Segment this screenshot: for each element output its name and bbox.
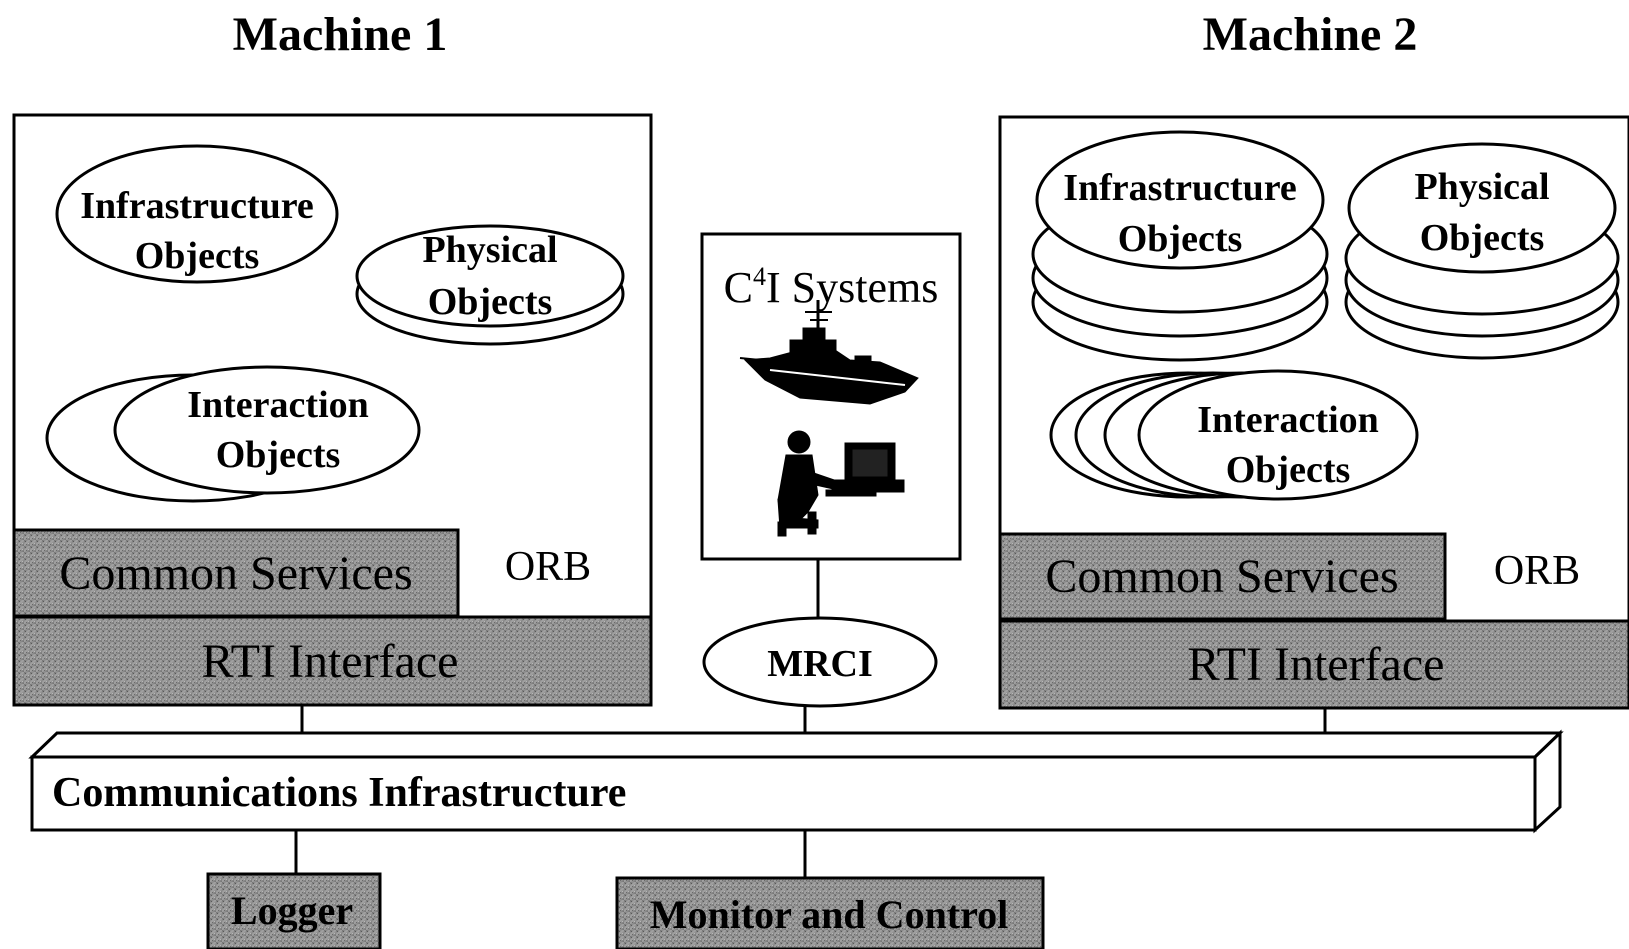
machine2-physical-objects: Physical Objects xyxy=(1344,142,1620,360)
machine2-rti-label: RTI Interface xyxy=(1188,638,1445,691)
machine2-interaction-objects: Interaction Objects xyxy=(1049,369,1419,501)
machine2-interaction-line1: Interaction xyxy=(1197,399,1379,441)
machine1-box: Infrastructure Objects Physical Objects … xyxy=(12,113,653,707)
machine2-rti-interface: RTI Interface xyxy=(998,619,1629,710)
ship-icon xyxy=(739,300,919,405)
machine2-infrastructure-line2: Objects xyxy=(1118,218,1243,260)
machine2-common-services-label: Common Services xyxy=(1045,550,1398,603)
machine1-interaction-objects: Interaction Objects xyxy=(45,365,421,503)
machine1-physical-line2: Objects xyxy=(428,281,553,323)
machine1-interaction-line1: Interaction xyxy=(187,384,369,426)
monitor-control-label: Monitor and Control xyxy=(650,892,1009,937)
machine2-title: Machine 2 xyxy=(1203,8,1418,61)
operator-computer-icon xyxy=(777,430,905,537)
machine2-common-services: Common Services xyxy=(998,532,1447,621)
machine2-infrastructure-objects: Infrastructure Objects xyxy=(1031,130,1329,362)
machine1-infrastructure-line2: Objects xyxy=(135,235,260,277)
machine1-common-services: Common Services xyxy=(12,528,460,618)
machine2-physical-line1: Physical xyxy=(1414,166,1549,208)
logger-label: Logger xyxy=(231,888,353,933)
monitor-control-box: Monitor and Control xyxy=(615,876,1045,949)
machine1-title: Machine 1 xyxy=(233,8,448,61)
mrci-label: MRCI xyxy=(767,643,873,685)
machine1-infrastructure-objects: Infrastructure Objects xyxy=(55,144,339,284)
mrci-node: MRCI xyxy=(702,616,938,708)
machine2-interaction-line2: Objects xyxy=(1226,449,1351,491)
machine1-physical-line1: Physical xyxy=(422,229,557,271)
logger-box: Logger xyxy=(206,872,382,949)
machine1-rti-label: RTI Interface xyxy=(202,635,459,688)
machine1-physical-objects: Physical Objects xyxy=(355,224,625,346)
machine2-box: Infrastructure Objects Physical Objects … xyxy=(998,115,1629,710)
communications-infrastructure-label: Communications Infrastructure xyxy=(52,770,626,816)
machine2-physical-line2: Objects xyxy=(1420,217,1545,259)
machine2-orb-label: ORB xyxy=(1494,548,1580,594)
machine1-interaction-line2: Objects xyxy=(216,434,341,476)
machine1-infrastructure-line1: Infrastructure xyxy=(80,185,314,227)
machine1-common-services-label: Common Services xyxy=(59,547,412,600)
communications-infrastructure-bar: Communications Infrastructure xyxy=(28,729,1564,834)
machine1-orb-label: ORB xyxy=(505,544,591,590)
c4i-systems-box: C4I Systems xyxy=(700,232,962,561)
machine2-infrastructure-line1: Infrastructure xyxy=(1063,167,1297,209)
machine1-rti-interface: RTI Interface xyxy=(12,615,653,707)
c4i-title: C4I Systems xyxy=(724,262,939,312)
